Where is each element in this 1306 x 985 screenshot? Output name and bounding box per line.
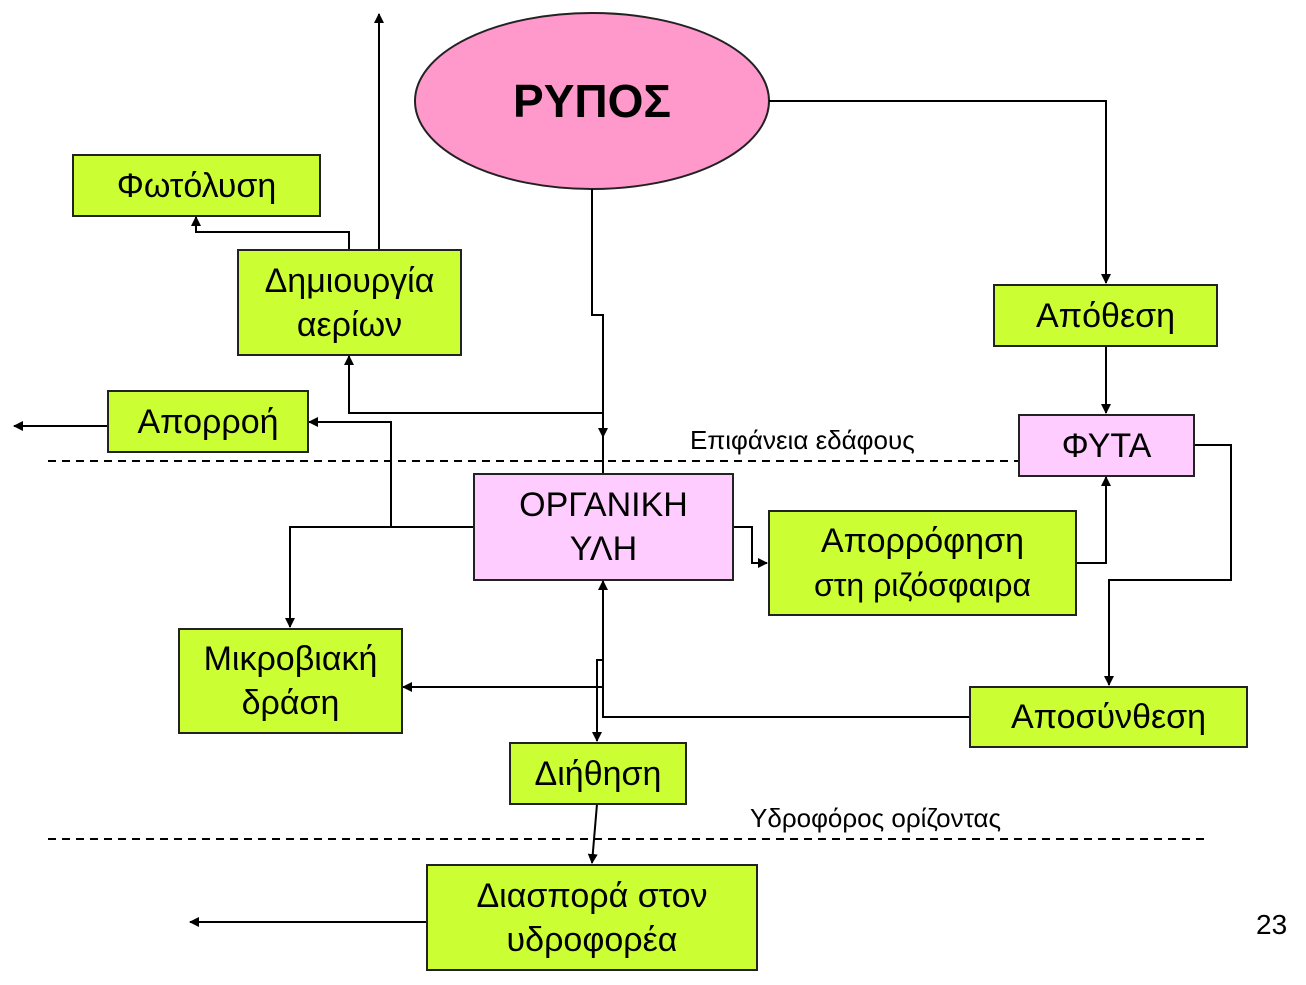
- arrow-plants-to-decomposition: [1104, 444, 1232, 686]
- node-label: ΥΛΗ: [569, 530, 638, 568]
- node-runoff: Απορροή: [107, 390, 309, 453]
- arrow-to-gas: [344, 355, 603, 414]
- node-label: Απόθεση: [1035, 296, 1175, 335]
- node-label: Απορρόφηση: [820, 522, 1024, 560]
- node-aquifer-dispersion: Διασπορά στον υδροφορέα: [426, 864, 758, 971]
- node-label: στη ριζόσφαιρα: [814, 567, 1031, 603]
- node-label: Διήθηση: [534, 754, 662, 793]
- arrow-to-photolysis: [191, 216, 350, 249]
- arrow-to-runoff: [308, 417, 473, 528]
- node-deposition: Απόθεση: [993, 284, 1218, 347]
- node-label: Μικροβιακή: [203, 640, 378, 678]
- arrow-to-infiltration: [592, 659, 603, 742]
- node-label: Διασπορά στον: [476, 876, 708, 915]
- node-rhizosphere-absorption: Απορρόφηση στη ριζόσφαιρα: [768, 510, 1077, 616]
- node-photolysis: Φωτόλυση: [72, 154, 321, 217]
- arrow-absorption-to-plants: [1076, 476, 1111, 564]
- node-plants: ΦΥΤΑ: [1018, 414, 1195, 477]
- node-label: αερίων: [296, 305, 403, 344]
- node-decomposition: Αποσύνθεση: [969, 686, 1248, 748]
- arrow-to-dispersion: [587, 803, 598, 864]
- node-label: Φωτόλυση: [116, 166, 277, 205]
- arrow-decomposition-to-organic: [598, 580, 969, 718]
- arrow-to-organic: [591, 189, 608, 438]
- node-label: δράση: [241, 684, 340, 722]
- node-microbial-action: Μικροβιακή δράση: [178, 628, 403, 734]
- node-infiltration: Διήθηση: [509, 742, 687, 805]
- node-label: Αποσύνθεση: [1010, 698, 1207, 736]
- node-organic-matter: ΟΡΓΑΝΙΚΗ ΥΛΗ: [473, 473, 734, 581]
- arrow-to-microbial: [285, 526, 391, 628]
- node-label: υδροφορέα: [506, 920, 678, 959]
- node-label: Απορροή: [137, 402, 279, 441]
- arrow-to-deposition: [769, 100, 1111, 284]
- node-label: ΟΡΓΑΝΙΚΗ: [519, 486, 688, 524]
- node-label: ΦΥΤΑ: [1061, 426, 1152, 465]
- node-gas-formation: Δημιουργία αερίων: [237, 249, 462, 356]
- soil-surface-label: Επιφάνεια εδάφους: [690, 425, 915, 455]
- pollutant-title: ΡΥΠΟΣ: [513, 75, 671, 127]
- arrow-to-absorption: [733, 526, 768, 568]
- node-label: Δημιουργία: [264, 261, 435, 300]
- page-number: 23: [1256, 909, 1288, 940]
- water-table-label: Υδροφόρος ορίζοντας: [750, 803, 1002, 833]
